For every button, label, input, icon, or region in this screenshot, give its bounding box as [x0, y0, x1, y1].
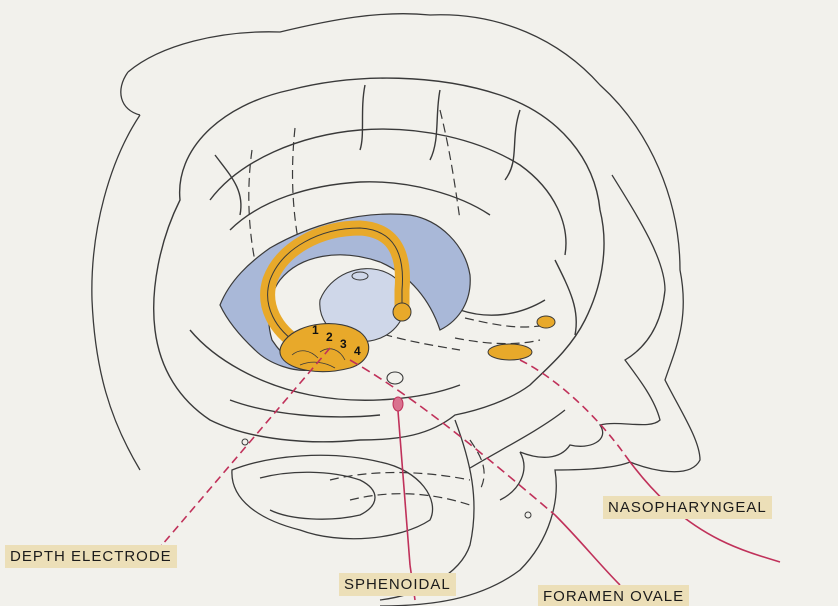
contact-number: 1: [312, 323, 319, 337]
label-foramen-ovale: FORAMEN OVALE: [538, 585, 689, 606]
contact-number: 2: [326, 330, 333, 344]
contact-number: 4: [354, 344, 361, 358]
anterior-structure-lower: [488, 344, 532, 360]
anterior-structure-upper: [537, 316, 555, 328]
label-nasopharyngeal: NASOPHARYNGEAL: [603, 496, 772, 519]
label-depth-electrode: DEPTH ELECTRODE: [5, 545, 177, 568]
sphenoidal-tip: [393, 397, 403, 411]
mammillary-body: [393, 303, 411, 321]
contact-number: 3: [340, 337, 347, 351]
label-sphenoidal: SPHENOIDAL: [339, 573, 456, 596]
